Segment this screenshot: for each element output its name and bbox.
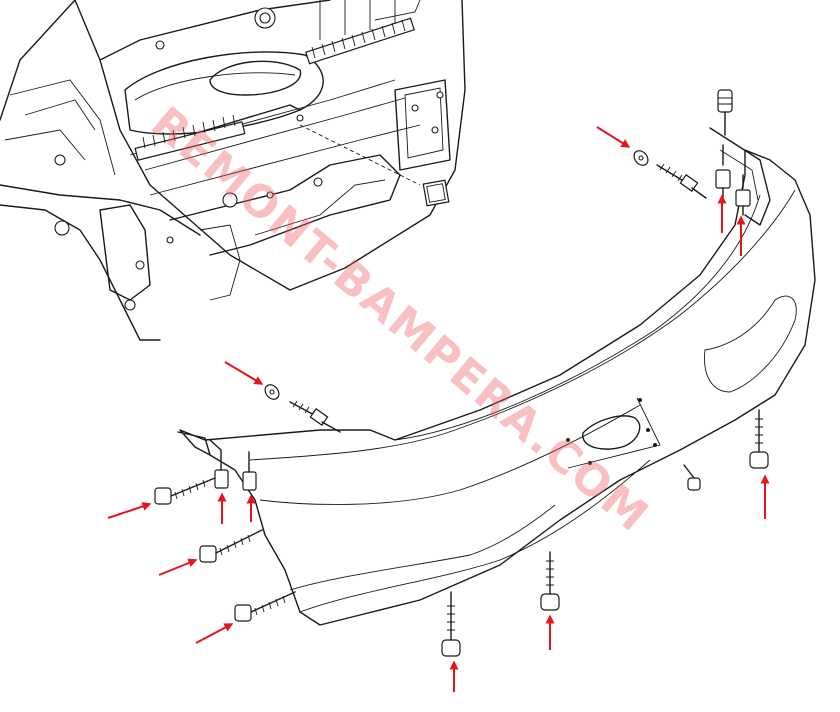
screw-left-side-3 (234, 591, 296, 622)
arrow-screw-side-1 (107, 502, 152, 519)
screw-left-side-1 (154, 477, 216, 505)
screw-bottom-1 (441, 591, 461, 657)
stud-bolt-top (656, 163, 707, 199)
removal-arrows (107, 126, 770, 692)
rear-bumper-cover (177, 127, 816, 626)
nut-washer-top (633, 150, 649, 166)
car-rear-body-panel (0, 0, 466, 341)
bolt-top-right-left (715, 144, 731, 201)
trunk-vent-grille-left (134, 114, 246, 161)
bolt-top-right-right (735, 174, 751, 216)
bolt-left-bracket-2 (242, 451, 257, 491)
screw-license-plate (683, 464, 701, 491)
bolt-left-bracket-1 (209, 439, 229, 489)
screw-bottom-right (749, 409, 769, 469)
trunk-vent-grille-right (305, 17, 415, 65)
stud-bolt-left (289, 400, 341, 433)
arrow-nut-left (224, 361, 264, 385)
nut-washer-left (264, 384, 280, 400)
arrow-nut-top (596, 126, 631, 148)
screw-bottom-2 (540, 551, 560, 611)
body-mounting-clip (422, 179, 450, 207)
arrow-screw-side-2 (158, 558, 198, 576)
clip-fastener-top-right (717, 89, 733, 136)
screw-left-side-2 (199, 529, 263, 563)
arrow-screw-side-3 (195, 623, 234, 644)
